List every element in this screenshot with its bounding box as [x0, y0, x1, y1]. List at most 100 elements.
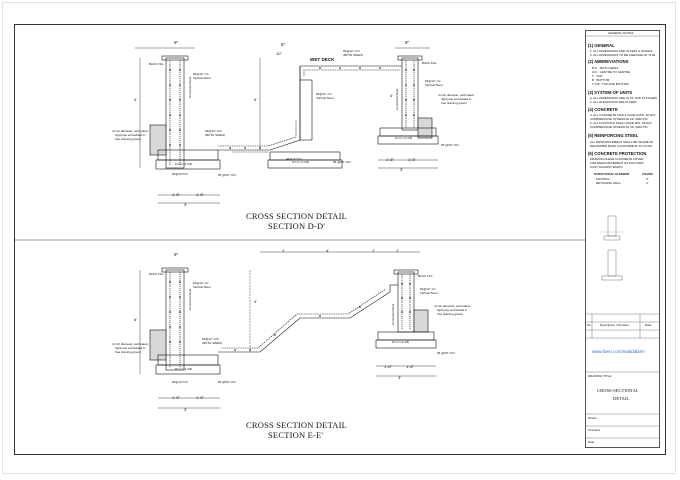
panel-note-4d: COMPRESSIVE STRENGTH OF 3000 PSI [590, 125, 648, 129]
bottom-note-mid-dd: #5 @09" O/C. [333, 160, 352, 164]
bottom-bar-dd: #4@12" C/C [205, 129, 222, 133]
dim-h3-dd: 4' [390, 93, 393, 98]
dim-bot-left-ee: 1'-6" [172, 395, 180, 400]
dim-bot-right2-ee: 1'-6" [406, 364, 414, 369]
panel-heading-3: (3) SYSTEM OF UNITS [588, 90, 633, 95]
dim-bot-left2-dd: 1'-6" [196, 192, 204, 197]
pipe-note3-r-dd: free draining gravel [441, 101, 467, 105]
vert-bar-right2-dd: Vertical Steel [425, 83, 443, 87]
dim-mid-dd: 10" [276, 51, 282, 56]
vert-bar-right-ee: #4@12" c/c. [420, 287, 437, 291]
panel-note-2e: T & B : TOP AND BOTTOM [592, 82, 629, 86]
panel-note-2d: B : BOTTOM [592, 78, 610, 82]
section-ee-subtitle: SECTION E-E' [268, 430, 324, 440]
dim-h1-ee: 6' [134, 317, 137, 322]
pipe-note3-ee: free draining gravel [115, 350, 141, 354]
panel-heading-4: (4) CONCRETE [588, 107, 618, 112]
panel-note-1a: 1. ALL DIMENSIONS ARE IN FEET & INCHES. [590, 49, 654, 53]
checked-label: Checked [588, 428, 600, 432]
panel-note-2c: T : TOP [592, 74, 603, 78]
vert-bar-left2-ee: Vertical Steel [193, 285, 211, 289]
dim-bot-right2-dd: 1'-6" [408, 157, 416, 162]
pipe-note2-dd: rigid pipe embedded in [115, 133, 146, 137]
bottom-bar2-dd: (BOTH SIDES) [205, 133, 226, 137]
dim-bot-right3-ee: 3' [398, 375, 401, 380]
table-row-1: FOOTING [596, 177, 610, 181]
table-row-2: RETAINING WALL [596, 181, 622, 185]
drawing-frame [14, 24, 666, 455]
panel-note-6c: CAST AGAINST EARTH [590, 165, 623, 169]
dim-bot-left2-ee: 1'-6" [196, 395, 204, 400]
drawing-title: CROSS-SECTIONAL [597, 388, 639, 393]
pcc-left-ee: P.C.C (1:4:8) [175, 367, 193, 371]
table-row-2-value: 2" [646, 181, 649, 185]
footing-bar-left-ee: #4@12"C/C [172, 380, 188, 384]
section-dd-subtitle: SECTION D-D' [268, 221, 326, 231]
section-dd-title: CROSS SECTION DETAIL [246, 211, 348, 221]
horiz-left-dd: Horizontal Steel [188, 76, 192, 98]
section-ee-title: CROSS SECTION DETAIL [246, 420, 348, 430]
dim-bot-right3-dd: 3' [400, 167, 403, 172]
dim-bot-right-ee: 1'-6" [384, 364, 392, 369]
pcc-left-dd: P.C.C (1:4:8) [175, 162, 193, 166]
dim-top1-ee: 1' [282, 248, 285, 253]
mid-bar2-ee: (BOTH SIDES) [202, 341, 223, 345]
rebar-dots-ee [169, 281, 411, 351]
mid-bar2-dd: Vertical Steel [316, 96, 334, 100]
panel-note-3a: a. ALL DIMENSIONS ARE IN FT. AND IN INCH… [590, 96, 657, 100]
pcc-right-ee: P.C.C (1:4:8) [392, 340, 410, 344]
panel-note-1b: 2. ALL DIMENSIONS TO BE CHECKED AT SITE. [590, 53, 657, 57]
section-dd-geometry [135, 47, 439, 204]
deck-bar2-dd: (BOTH SIDES) [343, 53, 364, 57]
drawing-title-2: DETAIL [613, 396, 630, 401]
back-fill-left-dd: BACK FILL [149, 62, 165, 66]
title-block-panel [585, 30, 660, 448]
pcc-mid-dd: P.C.C (1:4:8) [292, 160, 310, 164]
bottom-note-right-dd: #5 @09" O/C. [441, 143, 460, 147]
back-fill-right-dd: BACK FILL [422, 61, 438, 65]
pipe-note1-ee: 4 inch diameter, perforated, [112, 342, 149, 346]
drawing-sheet [2, 2, 676, 474]
section-ee-geometry [139, 251, 437, 409]
panel-heading-2: (2) ABBREVIATIONS [588, 59, 629, 64]
dim-h1-dd: 4' [134, 97, 137, 102]
pipe-note1-r-dd: 4 inch diameter, perforated, [438, 93, 475, 97]
panel-note-5b: DEFORMED BARS CONFORMING TO ASTM [590, 144, 652, 148]
website-link[interactable]: www.fiverr.com/mabdalarm [592, 349, 645, 354]
back-fill-left-ee: BACK FILL [149, 272, 165, 276]
pipe-note3-dd: free draining gravel [115, 137, 141, 141]
rebar-dots-dd [169, 67, 415, 149]
table-header-2: COVER [642, 172, 653, 176]
drawing-title-label: DRAWING TITLE [588, 374, 612, 378]
date-label: Date [588, 440, 595, 444]
pipe-note-r2-ee: rigid pipe embedded in [437, 308, 468, 312]
bottom-note-left-dd: #5 @09" O/C. [218, 173, 237, 177]
horiz-left-ee: Horizontal Steel [188, 288, 192, 310]
panel-note-4c: b. ALL FOOTINGS SHALL HAVE MIN. 28 DAY [590, 121, 653, 125]
panel-note-3b: b. ALL ELEVATIONS ARE IN FEET [590, 100, 637, 104]
vert-bar-left-dd: #4@12" c/c. [193, 72, 210, 76]
footing-bar-left-dd: #4@12"C/C [172, 172, 188, 176]
table-header-1: STRUCTURAL ELEMENT [594, 172, 630, 176]
mid-bar-dd: #4@12" c/c. [316, 92, 333, 96]
rev-no: No. [587, 323, 592, 327]
panel-header: GENERAL NOTES [608, 31, 634, 35]
vert-bar-right2-ee: Vertical Steel [420, 291, 438, 295]
panel-lines [585, 35, 660, 439]
horiz-right-ee: Horizontal Steel [391, 303, 395, 325]
dim-top-left-dd: 9" [174, 40, 179, 45]
panel-note-2a: B.S. : BOTH SIDES [592, 66, 619, 70]
dim-h2-dd: 6' [254, 97, 257, 102]
dim-top-mid-dd: 6" [281, 42, 286, 47]
table-row-1-value: 3" [646, 177, 649, 181]
left-wall-ee [165, 269, 185, 371]
pcc-right-dd: P.C.C (1:4:8) [395, 136, 413, 140]
panel-note-6b: FOR REINFORCEMENT AS FOLLOWS [590, 161, 644, 165]
dim-top2-ee: 4' [326, 248, 329, 253]
bottom-note-left-ee: #5 @09" O/C. [218, 380, 237, 384]
dim-bot-left-dd: 1'-6" [172, 192, 180, 197]
dim-h2-ee: 4' [254, 299, 257, 304]
horiz-right-dd: Horizontal Steel [395, 88, 399, 110]
dim-top4-ee: 1' [396, 248, 399, 253]
